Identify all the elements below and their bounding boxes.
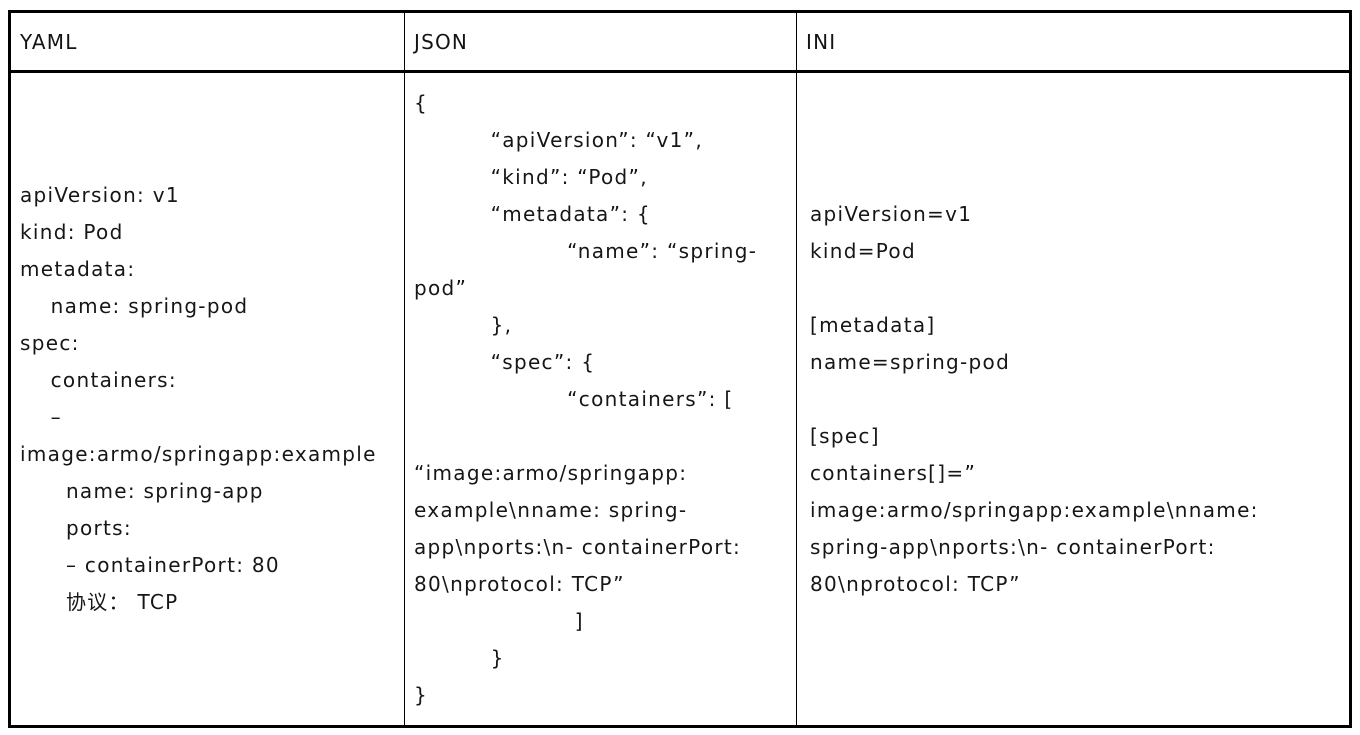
column-header-json: JSON: [405, 13, 797, 70]
yaml-code-text: apiVersion: v1 kind: Pod metadata: name:…: [20, 183, 377, 614]
ini-code-text: apiVersion=v1 kind=Pod [metadata] name=s…: [810, 201, 1259, 596]
json-code-cell: { “apiVersion”: “v1”, “kind”: “Pod”, “me…: [405, 73, 797, 725]
column-header-ini: INI: [806, 29, 837, 54]
header-row: YAML JSON INI: [11, 13, 1349, 73]
body-row: apiVersion: v1 kind: Pod metadata: name:…: [11, 73, 1349, 725]
yaml-code-cell: apiVersion: v1 kind: Pod metadata: name:…: [11, 73, 405, 725]
json-code-text: { “apiVersion”: “v1”, “kind”: “Pod”, “me…: [414, 90, 758, 707]
column-header-yaml: YAML: [11, 13, 405, 70]
ini-code-cell: apiVersion=v1 kind=Pod [metadata] name=s…: [797, 73, 1349, 725]
format-comparison-table: YAML JSON INI apiVersion: v1 kind: Pod m…: [8, 10, 1352, 728]
